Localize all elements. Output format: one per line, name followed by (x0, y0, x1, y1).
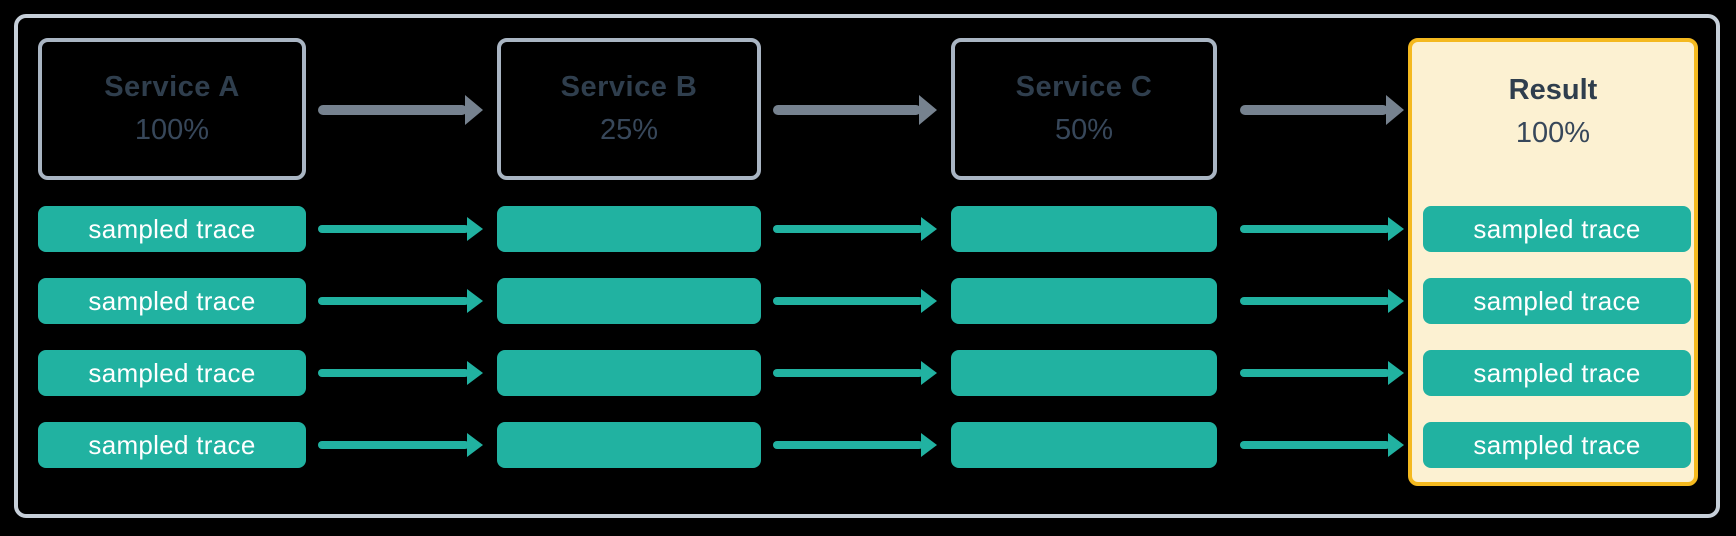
trace-bar (951, 350, 1217, 396)
trace-arrow-icon (318, 289, 483, 313)
service-a-box: Service A 100% (38, 38, 306, 180)
sampled-trace-bar: sampled trace (38, 278, 306, 324)
result-rate: 100% (1515, 117, 1591, 149)
diagram-outer-border (14, 14, 1720, 518)
service-b-box: Service B 25% (497, 38, 761, 180)
trace-bar (951, 206, 1217, 252)
trace-bar (497, 206, 761, 252)
service-b-rate: 25% (599, 114, 659, 146)
trace-bar (951, 278, 1217, 324)
trace-arrow-icon (773, 217, 937, 241)
service-b-name: Service B (560, 71, 698, 103)
trace-bar (497, 350, 761, 396)
sampled-trace-bar: sampled trace (38, 422, 306, 468)
trace-arrow-icon (1240, 361, 1404, 385)
trace-arrow-icon (1240, 433, 1404, 457)
trace-arrow-icon (773, 433, 937, 457)
result-sampled-trace-bar: sampled trace (1423, 206, 1691, 252)
trace-arrow-icon (1240, 217, 1404, 241)
sampled-trace-bar: sampled trace (38, 206, 306, 252)
trace-bar (497, 278, 761, 324)
trace-bar (951, 422, 1217, 468)
result-sampled-trace-bar: sampled trace (1423, 278, 1691, 324)
service-a-rate: 100% (134, 114, 210, 146)
result-box: Result 100% sampled trace sampled trace … (1408, 38, 1698, 486)
service-c-box: Service C 50% (951, 38, 1217, 180)
trace-arrow-icon (318, 217, 483, 241)
result-name: Result (1508, 74, 1598, 106)
result-title: Result 100% (1412, 42, 1694, 182)
sampled-trace-bar: sampled trace (38, 350, 306, 396)
result-sampled-trace-bar: sampled trace (1423, 350, 1691, 396)
service-a-name: Service A (104, 71, 240, 103)
trace-arrow-icon (318, 361, 483, 385)
trace-bar (497, 422, 761, 468)
trace-arrow-icon (773, 289, 937, 313)
arrow-service-a-to-b-icon (318, 95, 483, 125)
trace-arrow-icon (773, 361, 937, 385)
trace-arrow-icon (318, 433, 483, 457)
service-c-rate: 50% (1054, 114, 1114, 146)
service-c-name: Service C (1015, 71, 1153, 103)
result-sampled-trace-bar: sampled trace (1423, 422, 1691, 468)
trace-arrow-icon (1240, 289, 1404, 313)
arrow-service-c-to-result-icon (1240, 95, 1404, 125)
arrow-service-b-to-c-icon (773, 95, 937, 125)
